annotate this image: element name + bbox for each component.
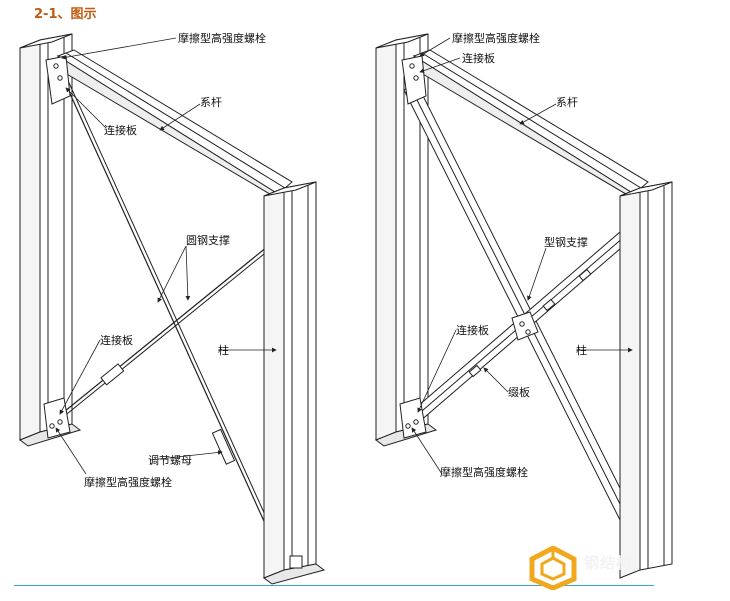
right-plate-mid — [511, 311, 539, 341]
label-right-bottom-bolt: 摩擦型高强度螺栓 — [440, 465, 528, 479]
brand-logo-icon — [529, 546, 577, 590]
label-left-turnbuckle: 调节螺母 — [148, 454, 192, 467]
label-left-bottom-bolt: 摩擦型高强度螺栓 — [84, 475, 172, 489]
label-left-column: 柱 — [218, 343, 229, 357]
right-frame — [374, 33, 673, 579]
label-left-plate-top: 连接板 — [104, 123, 137, 137]
label-left-plate-bottom: 连接板 — [100, 333, 133, 347]
label-left-top-bolt: 摩擦型高强度螺栓 — [178, 31, 266, 45]
label-right-plate-top: 连接板 — [462, 51, 495, 65]
label-right-pad-plate: 缀板 — [508, 385, 530, 399]
right-tie-rod — [412, 49, 649, 202]
left-brace-2 — [53, 237, 279, 421]
watermark-text: 钢结构 — [584, 554, 633, 572]
left-plate-top — [45, 55, 71, 105]
label-left-round-brace: 圆钢支撑 — [186, 233, 230, 247]
label-right-section-brace: 型钢支撑 — [544, 235, 588, 249]
left-labels — [55, 37, 277, 475]
left-brace-1 — [61, 75, 269, 531]
left-brace-1b — [64, 73, 272, 529]
right-column-back — [374, 33, 438, 447]
left-turnbuckle-1 — [100, 363, 125, 386]
right-labels — [411, 37, 633, 475]
left-tie-rod — [56, 49, 293, 202]
label-right-tie-rod: 系杆 — [556, 95, 578, 109]
label-left-tie-rod: 系杆 — [200, 95, 222, 109]
label-right-column: 柱 — [576, 343, 587, 357]
left-frame — [18, 33, 326, 585]
left-brace-2b — [56, 240, 281, 423]
right-brace-1 — [403, 81, 633, 521]
right-plate-top — [401, 55, 427, 105]
left-column-front — [262, 181, 326, 585]
label-right-plate-mid: 连接板 — [456, 323, 489, 337]
figure-caption: 2-1、图示 — [34, 7, 97, 22]
label-right-top-bolt: 摩擦型高强度螺栓 — [452, 31, 540, 45]
left-turnbuckle-2 — [211, 428, 236, 465]
bottom-divider — [14, 585, 654, 586]
right-column-front — [619, 181, 673, 579]
